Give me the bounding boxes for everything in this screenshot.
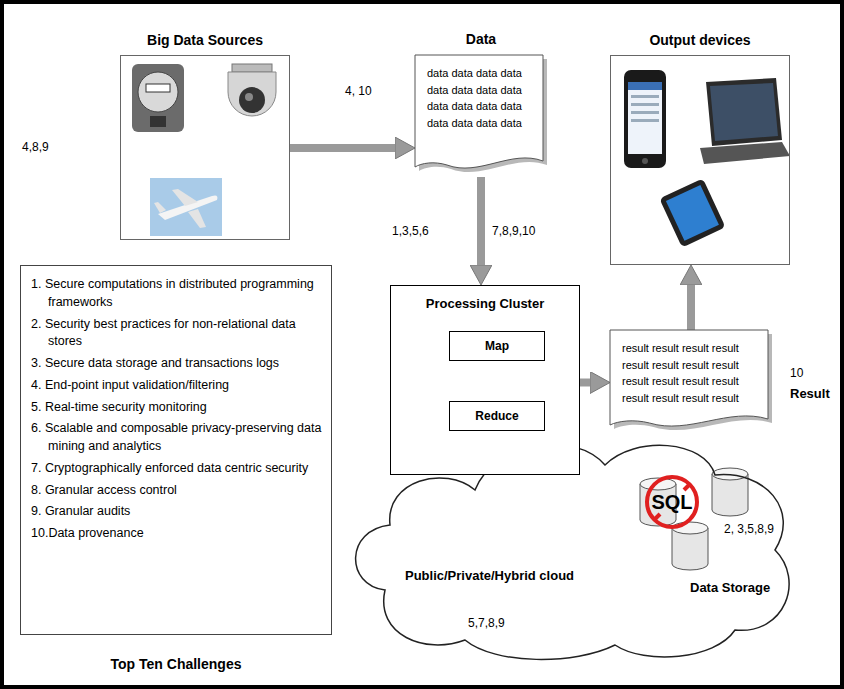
- list-item: 1. Secure computations in distributed pr…: [31, 276, 323, 312]
- callout-number: 7,8,9,10: [492, 224, 535, 238]
- section-heading: Top Ten Challenges: [21, 656, 331, 672]
- process-step: Map: [449, 331, 545, 361]
- callout-number: 4,8,9: [22, 140, 49, 154]
- list-item: 10.Data provenance: [31, 525, 323, 543]
- electric-meter-icon: [132, 64, 184, 132]
- list-item: 2. Security best practices for non-relat…: [31, 316, 323, 352]
- section-heading: Output devices: [591, 32, 809, 48]
- data-document: Datadata data data data data data data d…: [415, 55, 547, 177]
- callout-number: 5,7,8,9: [468, 616, 505, 630]
- list-item: 7. Cryptographically enforced data centr…: [31, 460, 323, 478]
- database-cylinders: [640, 468, 748, 570]
- callout-number: 1,3,5,6: [392, 224, 429, 238]
- security-camera-icon: [228, 64, 276, 116]
- data-flow-arrow: [477, 177, 485, 271]
- source-box: Big Data Sources: [120, 55, 290, 240]
- challenge-list: 1. Secure computations in distributed pr…: [20, 265, 332, 635]
- result-document: result result result result result resul…: [610, 330, 772, 435]
- output-box: Output devices: [610, 55, 790, 265]
- icon-text: SQL: [651, 490, 692, 514]
- list-item: 8. Granular access control: [31, 482, 323, 500]
- airplane-photo: [150, 178, 222, 236]
- no-sign-symbol: [647, 477, 697, 527]
- box-label: Reduce: [475, 409, 518, 423]
- list-item: 3. Secure data storage and transactions …: [31, 355, 323, 373]
- tablet-icon: [659, 178, 725, 247]
- section-heading: Data: [395, 31, 567, 47]
- section-heading: Big Data Sources: [101, 32, 309, 48]
- cloud-label: Public/Private/Hybrid cloud: [405, 568, 574, 583]
- callout-number: 4, 10: [345, 84, 372, 98]
- data-flow-arrow: [687, 279, 695, 330]
- list-item: 4. End-point input validation/filtering: [31, 377, 323, 395]
- callout-number: 2, 3,5,8,9: [724, 522, 774, 536]
- process-step: Reduce: [449, 401, 545, 431]
- section-heading: Result: [790, 386, 830, 401]
- document-text: data data data data data data data data …: [427, 65, 533, 131]
- box-title: Processing Cluster: [391, 286, 579, 311]
- data-flow-arrow: [580, 379, 596, 387]
- smartphone-icon: [624, 70, 666, 168]
- callout-number: 10: [790, 366, 803, 380]
- document-text: result result result result result resul…: [622, 340, 750, 406]
- laptop-icon: [700, 78, 790, 164]
- list-item: 6. Scalable and composable privacy-prese…: [31, 420, 323, 456]
- list-item: 9. Granular audits: [31, 503, 323, 521]
- box-label: Map: [485, 339, 509, 353]
- list-item: 5. Real-time security monitoring: [31, 399, 323, 417]
- data-flow-arrow: [290, 144, 401, 152]
- storage-label: Data Storage: [690, 580, 770, 596]
- process-box: Processing ClusterMapReduce: [390, 285, 580, 475]
